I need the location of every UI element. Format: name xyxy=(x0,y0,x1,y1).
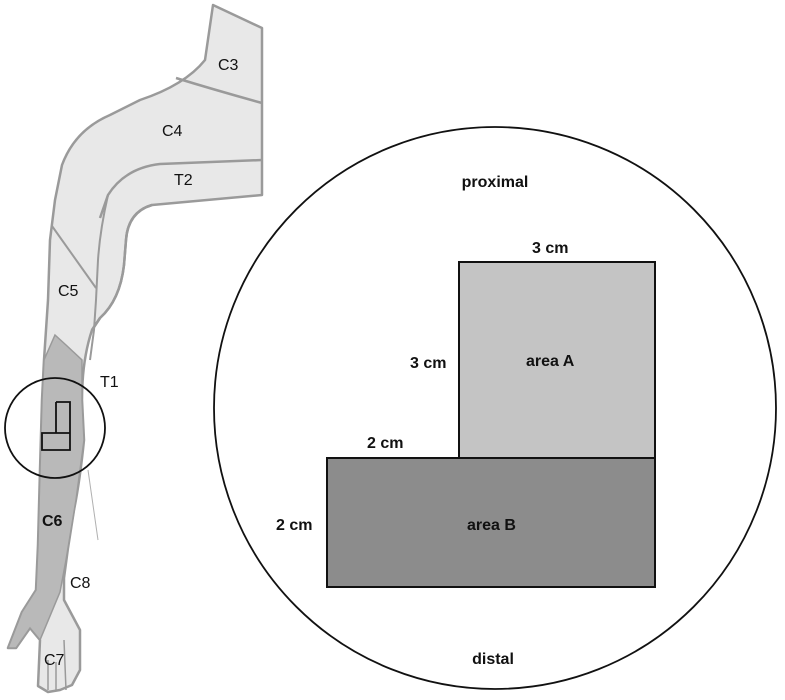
c6-zone xyxy=(6,333,85,649)
area-a-width-label: 3 cm xyxy=(532,240,568,257)
boundary-c3-c4 xyxy=(175,76,263,105)
area-a-label: area A xyxy=(526,353,575,370)
label-c6: C6 xyxy=(42,513,63,530)
label-t2: T2 xyxy=(174,172,193,189)
label-c5: C5 xyxy=(58,283,79,300)
hand-fingers xyxy=(47,639,67,691)
boundary-c4-t1 xyxy=(89,194,109,361)
boundary-c4-c5 xyxy=(51,225,97,289)
boundary-t2-t1 xyxy=(90,203,153,331)
boundary-c4-t2 xyxy=(98,158,263,219)
area-b-width-label: 2 cm xyxy=(367,435,403,452)
area-b-height-label: 2 cm xyxy=(276,517,312,534)
inset-locator-circle xyxy=(4,377,106,479)
boundary-t1-c8 xyxy=(87,469,99,541)
area-a-height-label: 3 cm xyxy=(410,355,446,372)
label-c4: C4 xyxy=(162,123,183,140)
arm-figure: C3 C4 T2 C5 T1 C6 C8 C7 xyxy=(4,3,264,694)
label-distal: distal xyxy=(472,651,514,668)
label-t1: T1 xyxy=(100,374,119,391)
area-b-rect xyxy=(326,457,656,588)
area-b-label: area B xyxy=(467,517,516,534)
label-c3: C3 xyxy=(218,57,239,74)
label-c8: C8 xyxy=(70,575,91,592)
label-proximal: proximal xyxy=(462,174,529,191)
magnified-inset: proximal distal area A 3 cm 3 cm area B … xyxy=(213,126,777,690)
label-c7: C7 xyxy=(44,652,65,669)
inset-locator-shape xyxy=(41,401,71,451)
